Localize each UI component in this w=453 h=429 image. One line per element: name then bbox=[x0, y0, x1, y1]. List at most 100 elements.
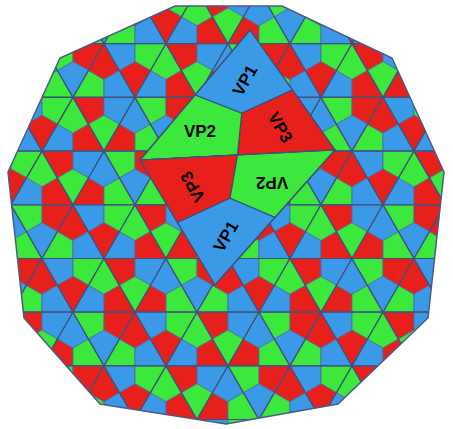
capsid-face bbox=[352, 420, 414, 429]
protein-subunit bbox=[135, 420, 166, 429]
protein-subunit bbox=[0, 384, 27, 420]
protein-subunit bbox=[0, 420, 27, 429]
capsid-face bbox=[414, 151, 453, 205]
capsid-face bbox=[11, 366, 73, 420]
protein-subunit bbox=[399, 8, 430, 44]
protein-subunit bbox=[414, 17, 445, 44]
protein-subunit bbox=[430, 97, 453, 133]
protein-subunit bbox=[11, 0, 42, 17]
protein-subunit bbox=[383, 339, 414, 366]
protein-subunit bbox=[414, 366, 445, 393]
capsid-face bbox=[352, 44, 414, 98]
protein-subunit bbox=[58, 420, 89, 429]
protein-subunit bbox=[73, 0, 104, 17]
protein-subunit bbox=[306, 420, 337, 429]
protein-subunit bbox=[321, 0, 352, 17]
protein-subunit bbox=[140, 95, 242, 160]
protein-subunit bbox=[321, 17, 352, 44]
capsid-face bbox=[0, 0, 42, 44]
capsid-face bbox=[321, 420, 383, 429]
capsid-face bbox=[0, 259, 11, 313]
protein-subunit bbox=[290, 420, 321, 429]
protein-subunit bbox=[352, 420, 383, 429]
protein-subunit bbox=[0, 393, 11, 420]
capsid-face bbox=[140, 30, 335, 160]
protein-subunit bbox=[0, 285, 11, 312]
protein-subunit bbox=[0, 420, 11, 429]
protein-subunit bbox=[0, 17, 11, 44]
capsid-face bbox=[383, 44, 445, 98]
protein-subunit bbox=[430, 312, 453, 348]
protein-subunit bbox=[383, 0, 414, 17]
protein-subunit bbox=[430, 420, 453, 429]
protein-subunit bbox=[0, 44, 11, 71]
protein-subunit bbox=[414, 339, 445, 366]
protein-subunit bbox=[445, 420, 453, 429]
protein-label: VP2 bbox=[184, 123, 216, 140]
protein-subunit bbox=[0, 232, 11, 259]
protein-subunit bbox=[414, 0, 445, 17]
capsid-face bbox=[135, 420, 197, 429]
protein-subunit bbox=[42, 17, 73, 44]
protein-subunit bbox=[0, 0, 27, 26]
protein-subunit bbox=[0, 62, 27, 98]
protein-subunit bbox=[445, 205, 453, 232]
protein-subunit bbox=[430, 0, 453, 26]
protein-subunit bbox=[0, 97, 11, 124]
protein-subunit bbox=[11, 71, 42, 98]
capsid-face bbox=[0, 420, 11, 429]
protein-subunit bbox=[321, 420, 352, 429]
capsid-face bbox=[0, 44, 42, 98]
capsid-face bbox=[414, 366, 453, 420]
protein-subunit bbox=[445, 259, 453, 286]
capsid-face bbox=[445, 0, 453, 44]
capsid-face bbox=[445, 366, 453, 420]
capsid-face bbox=[290, 0, 352, 44]
capsid-face bbox=[414, 205, 453, 259]
capsid-face bbox=[414, 312, 453, 366]
capsid-face bbox=[445, 44, 453, 98]
capsid-face bbox=[383, 312, 445, 366]
protein-subunit bbox=[383, 71, 414, 98]
protein-subunit bbox=[414, 44, 445, 71]
protein-subunit bbox=[104, 17, 135, 44]
capsid-face bbox=[0, 366, 11, 420]
protein-subunit bbox=[120, 420, 151, 429]
protein-subunit bbox=[104, 420, 135, 429]
protein-subunit bbox=[27, 366, 58, 402]
protein-subunit bbox=[0, 71, 11, 98]
protein-subunit bbox=[42, 0, 73, 17]
protein-subunit bbox=[27, 8, 58, 44]
protein-subunit bbox=[430, 384, 453, 420]
protein-subunit bbox=[430, 276, 453, 312]
protein-subunit bbox=[414, 124, 445, 151]
capsid-face bbox=[0, 420, 42, 429]
capsid-face bbox=[0, 44, 11, 98]
protein-subunit bbox=[306, 0, 337, 26]
capsid-face bbox=[228, 420, 290, 429]
protein-subunit bbox=[368, 420, 399, 429]
capsid-face bbox=[414, 0, 453, 44]
protein-subunit bbox=[414, 393, 445, 420]
protein-subunit bbox=[42, 366, 73, 393]
protein-subunit bbox=[0, 259, 11, 286]
protein-subunit bbox=[368, 0, 399, 26]
protein-subunit bbox=[0, 97, 27, 133]
protein-subunit bbox=[445, 232, 453, 259]
protein-subunit bbox=[399, 366, 430, 402]
protein-subunit bbox=[290, 17, 321, 44]
protein-subunit bbox=[352, 393, 383, 420]
protein-subunit bbox=[352, 0, 383, 17]
capsid-face bbox=[0, 97, 11, 151]
protein-subunit bbox=[414, 420, 445, 429]
protein-subunit bbox=[414, 312, 445, 339]
protein-subunit bbox=[0, 312, 27, 348]
protein-subunit bbox=[399, 330, 430, 366]
protein-subunit bbox=[383, 366, 414, 393]
protein-subunit bbox=[11, 44, 42, 71]
capsid-face bbox=[259, 420, 321, 429]
protein-subunit bbox=[0, 124, 11, 151]
protein-subunit bbox=[445, 17, 453, 44]
capsid-face bbox=[383, 259, 445, 313]
